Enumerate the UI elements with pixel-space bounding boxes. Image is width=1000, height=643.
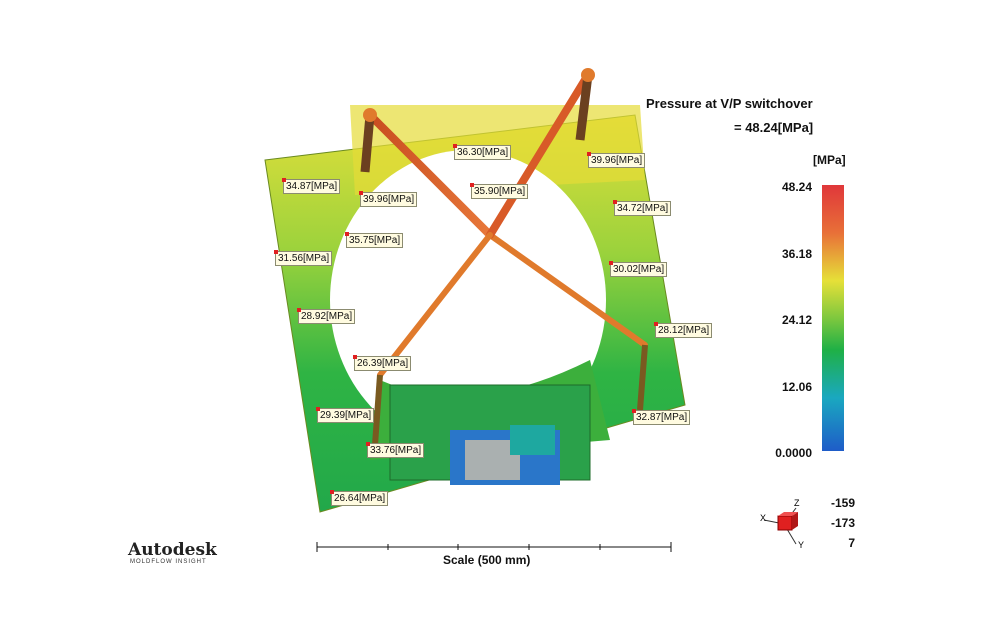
color-legend-bar [822,185,844,451]
orientation-triad-icon[interactable] [752,496,814,556]
axis-x-label: X [760,513,767,523]
pressure-annotation: 39.96[MPa] [586,152,646,168]
legend-tick-min: 0.0000 [775,446,812,460]
coord-value-1: -159 [830,496,855,510]
pressure-annotation: 36.30[MPa] [452,144,512,160]
axis-z-label: Z [794,498,800,508]
legend-tick-upper: 36.18 [781,247,812,261]
pressure-annotation: 35.90[MPa] [469,183,529,199]
pressure-annotation: 28.12[MPa] [653,322,713,338]
runner-system [360,68,648,446]
pressure-annotation: 28.92[MPa] [296,308,356,324]
pressure-annotation: 34.87[MPa] [281,178,341,194]
pressure-annotation: 32.87[MPa] [631,409,691,425]
legend-tick-lower: 12.06 [781,380,812,394]
coord-value-2: -173 [830,516,855,530]
product-name: MOLDFLOW INSIGHT [130,559,207,565]
pressure-annotation: 33.76[MPa] [365,442,425,458]
autodesk-logo: Autodesk [128,540,217,560]
coord-value-3: 7 [848,536,855,550]
pressure-annotation: 35.75[MPa] [344,232,404,248]
legend-tick-mid: 24.12 [781,313,812,327]
legend-tick-max: 48.24 [781,180,812,194]
pressure-annotation: 29.39[MPa] [315,407,375,423]
pressure-annotation: 31.56[MPa] [273,250,333,266]
pressure-annotation: 26.39[MPa] [352,355,412,371]
scale-label: Scale (500 mm) [443,553,531,567]
result-title: Pressure at V/P switchover [646,96,813,111]
pressure-annotation: 30.02[MPa] [608,261,668,277]
pressure-annotation: 26.64[MPa] [329,490,389,506]
pressure-annotation: 39.96[MPa] [358,191,418,207]
model-viewport[interactable] [250,60,720,530]
legend-unit-label: [MPa] [813,153,846,167]
result-value: = 48.24[MPa] [734,120,814,135]
pressure-annotation: 34.72[MPa] [612,200,672,216]
scale-bar [316,542,672,552]
axis-y-label: Y [798,540,805,550]
